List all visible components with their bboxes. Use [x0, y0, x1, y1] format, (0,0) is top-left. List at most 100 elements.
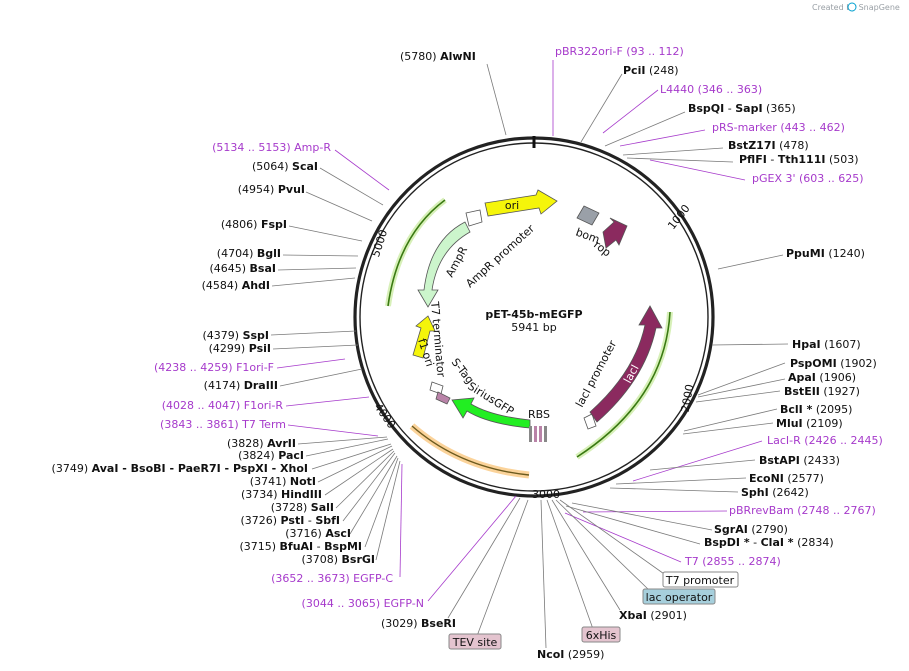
label-sgrai[interactable]: SgrAI (2790)	[714, 523, 788, 536]
label-bfuai-bspmi[interactable]: (3715) BfuAI - BspMI	[239, 540, 362, 553]
label-ncoi[interactable]: NcoI (2959)	[537, 648, 604, 661]
leader-tev-site	[476, 499, 529, 637]
tick-2000: 2000	[679, 383, 697, 413]
snapgene-logo-icon	[847, 2, 857, 12]
label-laci-r[interactable]: LacI-R (2426 .. 2445)	[767, 434, 883, 447]
label-pbr322ori-f[interactable]: pBR322ori-F (93 .. 112)	[555, 45, 684, 58]
label-l4440[interactable]: L4440 (346 .. 363)	[660, 83, 762, 96]
label-psti-sbfi[interactable]: (3726) PstI - SbfI	[240, 514, 340, 527]
label-bgli[interactable]: (4704) BglI	[217, 247, 281, 260]
leader-t7-term	[287, 424, 379, 437]
leader-bstz17i	[622, 147, 724, 156]
siriusgfp-feature[interactable]	[451, 397, 531, 429]
label-xbai[interactable]: XbaI (2901)	[619, 609, 687, 622]
label-t7-term[interactable]: (3843 .. 3861) T7 Term	[160, 418, 286, 431]
label-prs-marker[interactable]: pRS-marker (443 .. 462)	[712, 121, 845, 134]
label-f1ori-f[interactable]: (4238 .. 4259) F1ori-F	[154, 361, 274, 374]
leader-psii	[272, 344, 359, 350]
ampr-feature[interactable]	[417, 221, 471, 308]
label-sphi[interactable]: SphI (2642)	[741, 486, 809, 499]
primer-arc-left-line	[387, 199, 446, 307]
label-bseri[interactable]: (3029) BseRI	[381, 617, 456, 630]
label-bcli[interactable]: BclI * (2095)	[780, 403, 852, 416]
label-bsrgi[interactable]: (3708) BsrGI	[301, 553, 375, 566]
leader-pflfi	[626, 157, 734, 163]
label-bstapi[interactable]: BstAPI (2433)	[759, 454, 840, 467]
label-hpai[interactable]: HpaI (1607)	[792, 338, 861, 351]
leader-xhoi	[311, 443, 392, 470]
label-draiii[interactable]: (4174) DraIII	[204, 379, 278, 392]
label-pvui[interactable]: (4954) PvuI	[238, 183, 305, 196]
label-pflfi-tth111i[interactable]: PflFI - Tth111I (503)	[739, 153, 859, 166]
lac-operator-box[interactable]	[642, 588, 716, 605]
laci-feature[interactable]	[589, 305, 663, 423]
label-mlui[interactable]: MluI (2109)	[776, 417, 843, 430]
t7-terminator-label: T7 terminator	[428, 300, 448, 378]
siriusgfp-small-feature	[435, 391, 451, 405]
label-xhoi-group[interactable]: (3749) AvaI - BsoBI - PaeR7I - PspXI - X…	[52, 462, 308, 475]
label-pcii[interactable]: PciI (248)	[623, 64, 679, 77]
leader-f1ori-f	[276, 358, 346, 369]
rbs-marker-4	[544, 426, 547, 442]
label-pspomi[interactable]: PspOMI (1902)	[790, 357, 877, 370]
leader-sali	[335, 450, 395, 509]
label-ppumi[interactable]: PpuMI (1240)	[786, 247, 865, 260]
leader-prs-marker	[619, 129, 706, 147]
label-scai[interactable]: (5064) ScaI	[252, 160, 318, 173]
leader-pvui	[305, 191, 373, 222]
leader-bseri	[447, 497, 521, 619]
label-amp-r[interactable]: (5134 .. 5153) Amp-R	[212, 141, 331, 154]
label-bstz17i[interactable]: BstZ17I (478)	[728, 139, 809, 152]
laci-promoter-feature[interactable]	[583, 413, 597, 430]
label-bsteii[interactable]: BstEII (1927)	[784, 385, 860, 398]
ampr-promoter-label: AmpR promoter	[463, 222, 537, 290]
ampr-promoter-feature[interactable]	[465, 209, 483, 227]
label-fspi[interactable]: (4806) FspI	[221, 218, 287, 231]
t7-promoter-box[interactable]	[662, 571, 739, 588]
label-sspi[interactable]: (4379) SspI	[202, 329, 269, 342]
label-sali[interactable]: (3728) SalI	[271, 501, 334, 514]
s-tag-feature[interactable]	[429, 381, 444, 395]
label-bspqi-sapi[interactable]: BspQI - SapI (365)	[688, 102, 796, 115]
label-bsai[interactable]: (4645) BsaI	[209, 262, 276, 275]
label-ahdi[interactable]: (4584) AhdI	[202, 279, 270, 292]
label-pbrrevbam[interactable]: pBRrevBam (2748 .. 2767)	[729, 504, 876, 517]
leader-laci-r	[632, 440, 763, 482]
bom-feature[interactable]	[576, 205, 600, 226]
label-alwni[interactable]: (5780) AlwNI	[400, 50, 476, 63]
leader-bgli	[282, 254, 359, 257]
leader-bcli	[683, 408, 778, 432]
label-econi[interactable]: EcoNI (2577)	[749, 472, 824, 485]
label-bspdi-clai[interactable]: BspDI * - ClaI * (2834)	[704, 536, 834, 549]
label-avrii[interactable]: (3828) AvrII	[227, 437, 296, 450]
label-apai[interactable]: ApaI (1906)	[788, 371, 856, 384]
label-noti[interactable]: (3741) NotI	[250, 475, 316, 488]
leader-scai	[319, 167, 384, 206]
label-hindiii[interactable]: (3734) HindIII	[241, 488, 322, 501]
leader-sphi	[609, 487, 739, 493]
f1-ori-feature[interactable]	[412, 315, 436, 359]
label-paci[interactable]: (3824) PacI	[238, 449, 304, 462]
leader-bspqi	[604, 111, 686, 147]
6xhis-box[interactable]	[581, 626, 621, 643]
label-asci[interactable]: (3716) AscI	[285, 527, 351, 540]
rop-feature[interactable]	[602, 217, 628, 249]
ori-feature[interactable]	[484, 189, 558, 217]
lac-operator-label: lac operator	[646, 591, 713, 604]
leader-hpai	[711, 343, 789, 346]
label-psii[interactable]: (4299) PsiI	[209, 342, 271, 355]
label-egfp-n[interactable]: (3044 .. 3065) EGFP-N	[302, 597, 424, 610]
leader-ahdi	[271, 277, 356, 287]
label-pgex-3[interactable]: pGEX 3' (603 .. 625)	[752, 172, 864, 185]
leader-egfp-n	[427, 495, 517, 602]
label-egfp-c[interactable]: (3652 .. 3673) EGFP-C	[271, 572, 393, 585]
leader-mlui	[682, 422, 774, 435]
leader-f1ori-r	[285, 396, 370, 407]
egfp-arc	[409, 423, 530, 479]
label-t7[interactable]: T7 (2855 .. 2874)	[684, 555, 781, 568]
egfp-arc-line	[411, 425, 530, 476]
tick-3000: 3000	[532, 488, 560, 501]
leader-bspdi	[565, 505, 701, 545]
tev-site-box[interactable]	[448, 633, 502, 650]
label-f1ori-r[interactable]: (4028 .. 4047) F1ori-R	[162, 399, 284, 412]
